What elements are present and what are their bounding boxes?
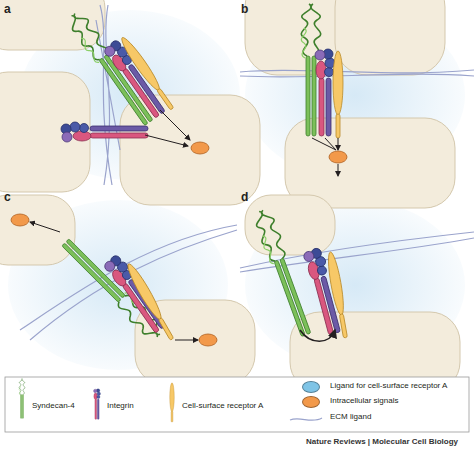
panel-letter: d — [241, 190, 248, 204]
panel-letter: b — [241, 2, 248, 16]
panel-b — [240, 0, 474, 208]
legend-box — [5, 377, 469, 432]
panel-a — [0, 0, 260, 205]
legend-text: Ligand for cell-surface receptor A — [330, 381, 447, 390]
panel-c — [0, 195, 255, 385]
legend-swatch — [302, 381, 320, 393]
credit-line: Nature Reviews | Molecular Cell Biology — [306, 437, 458, 446]
panel-d — [240, 195, 474, 392]
legend-text: Intracellular signals — [330, 396, 398, 405]
legend-text: ECM ligand — [330, 412, 371, 421]
panel-letter: a — [4, 2, 11, 16]
legend-text: Syndecan-4 — [32, 401, 75, 410]
legend-text: Cell-surface receptor A — [182, 401, 263, 410]
panel-letter: c — [4, 190, 11, 204]
legend-text: Integrin — [107, 401, 134, 410]
legend-swatch — [302, 396, 320, 408]
